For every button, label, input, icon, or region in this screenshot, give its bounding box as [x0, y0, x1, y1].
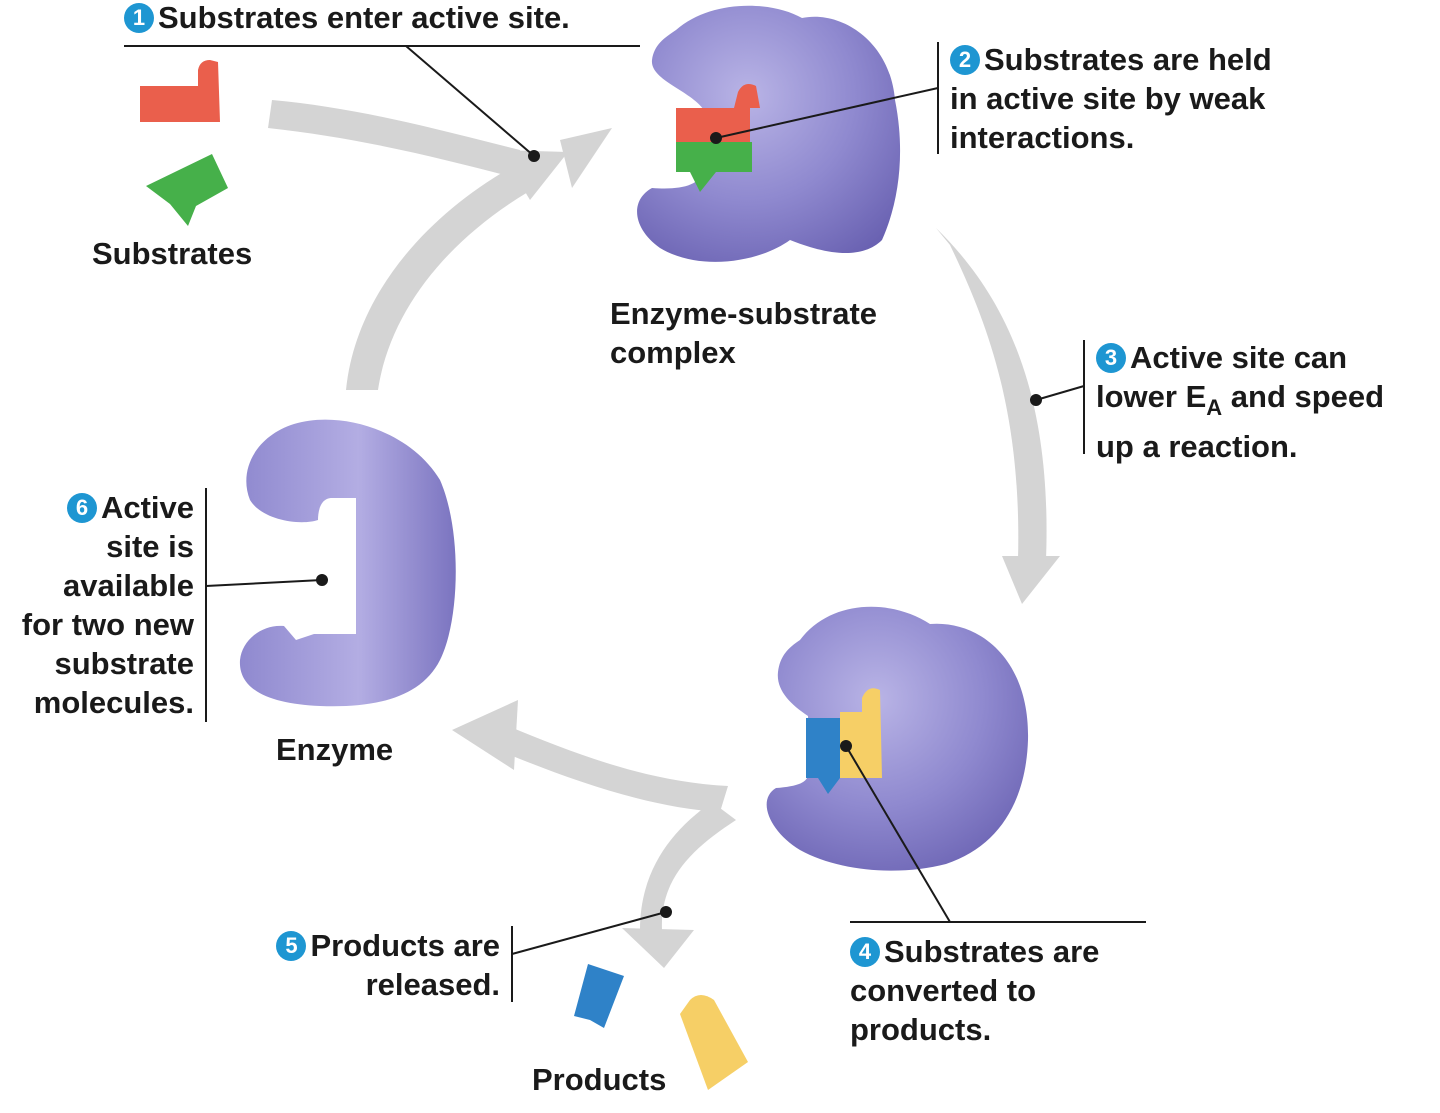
- step4-line2: converted to: [850, 973, 1037, 1008]
- product-yellow-shape: [680, 995, 748, 1090]
- step6-line1: Active: [100, 490, 194, 525]
- step3-line2-pre: lower E: [1096, 379, 1207, 414]
- step2-line3: interactions.: [950, 120, 1135, 155]
- step5-badge: 5: [276, 931, 307, 961]
- release-arrowhead-enzyme: [452, 700, 518, 770]
- product-blue-shape: [574, 964, 624, 1028]
- step6-badge: 6: [66, 493, 97, 523]
- step4-leader: [845, 745, 951, 923]
- conversion-arrow: [936, 228, 1047, 560]
- products-label: Products: [532, 1062, 667, 1097]
- step5-line1: Products are: [310, 928, 500, 963]
- step6-line3: available: [63, 568, 194, 603]
- enzyme-label: Enzyme: [276, 732, 394, 767]
- complex-label-line2: complex: [610, 335, 736, 370]
- step6-line2: site is: [106, 529, 194, 564]
- enzyme-body: [239, 419, 456, 707]
- complex-label: Enzyme-substrate complex: [610, 294, 877, 372]
- step3-line2-post: and speed: [1222, 379, 1385, 414]
- substrates-label: Substrates: [92, 236, 253, 271]
- cycle-arrows: [268, 100, 1060, 968]
- step6-leader-dot: [316, 574, 328, 586]
- product-complex-enzyme-body: [766, 606, 1029, 871]
- free-products: [574, 964, 748, 1090]
- step2-leader-dot: [710, 132, 722, 144]
- step1-badge: 1: [124, 3, 154, 33]
- complex-label-line1: Enzyme-substrate: [610, 296, 878, 331]
- enzyme-substrate-complex: [637, 5, 901, 262]
- free-substrates: [140, 60, 228, 226]
- conversion-arrowhead: [1002, 556, 1060, 604]
- step2-badge: 2: [950, 45, 980, 75]
- step2-line2: in active site by weak: [950, 81, 1266, 116]
- step4-badge: 4: [850, 937, 880, 967]
- step3-leader-dot: [1030, 394, 1042, 406]
- step6-leader: [205, 579, 323, 587]
- step4-line1: Substrates are: [884, 934, 1100, 969]
- step3-line2-sub: A: [1206, 395, 1223, 420]
- step6-line6: molecules.: [33, 685, 194, 720]
- step4-leader-dot: [840, 740, 852, 752]
- step2-line1: Substrates are held: [984, 42, 1272, 77]
- enzyme-return-arrow: [346, 168, 528, 390]
- step3-leader: [1035, 385, 1085, 401]
- step1-line1: Substrates enter active site.: [158, 0, 570, 35]
- step3-line3: up a reaction.: [1096, 429, 1298, 464]
- free-enzyme: [239, 419, 456, 707]
- release-arrow-to-products: [640, 802, 736, 930]
- step5-leader: [511, 911, 667, 955]
- step1-leader: [405, 45, 535, 157]
- substrate-green-shape: [146, 154, 228, 226]
- leader-lines: [124, 42, 1146, 1002]
- release-arrow-to-enzyme: [498, 726, 728, 812]
- step6-line4: for two new: [21, 607, 194, 642]
- step3-badge: 3: [1096, 343, 1126, 373]
- step2-leader: [715, 87, 939, 139]
- complex-substrate-green: [676, 142, 752, 192]
- step1-leader-dot: [528, 150, 540, 162]
- step3-line1: Active site can: [1130, 340, 1348, 375]
- release-arrowhead-products: [622, 928, 694, 968]
- step5-line2: released.: [365, 967, 500, 1002]
- step4-line3: products.: [850, 1012, 992, 1047]
- product-blue-in-site: [806, 718, 840, 794]
- step6-line5: substrate: [54, 646, 194, 681]
- complex-enzyme-body: [637, 5, 901, 262]
- substrate-red-shape: [140, 60, 220, 122]
- step5-leader-dot: [660, 906, 672, 918]
- substrate-entry-arrow: [268, 100, 520, 178]
- complex-substrate-red-tab: [734, 84, 760, 108]
- enzyme-return-arrowhead: [500, 150, 568, 200]
- substrate-entry-arrowhead: [560, 128, 612, 188]
